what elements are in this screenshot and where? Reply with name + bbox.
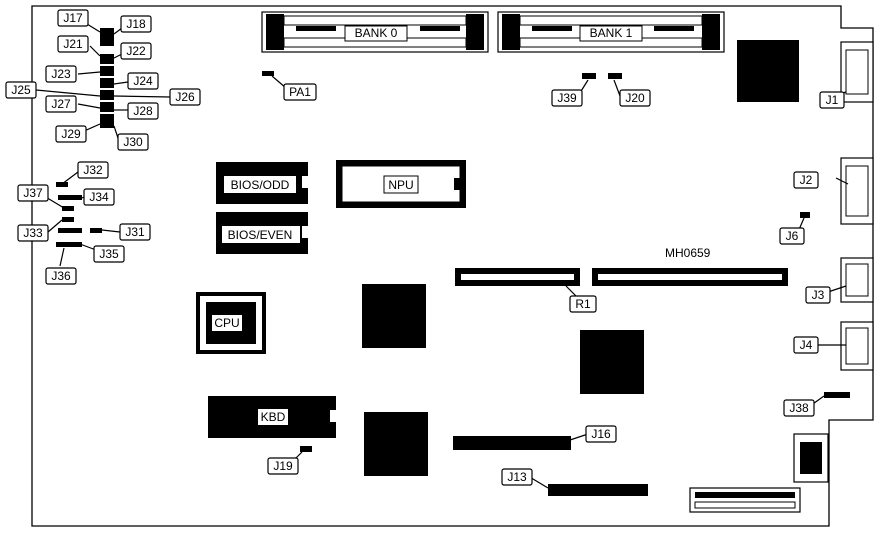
j19-label: J19: [273, 459, 293, 473]
j27-tag: [45, 95, 77, 113]
j16-tag: [585, 425, 617, 443]
cpu-label: CPU: [214, 316, 239, 330]
j18-label: J18: [126, 17, 146, 31]
j29-tag: [55, 125, 87, 143]
j3-connector: [840, 257, 874, 303]
j35-tag: [93, 245, 125, 263]
j36-tag: [45, 267, 77, 285]
j31-label: J31: [125, 225, 145, 239]
npu-label: NPU: [388, 178, 413, 192]
bank-0-label: BANK 0: [355, 26, 398, 40]
j38-label: J38: [789, 401, 809, 415]
j17-tag: [57, 9, 89, 27]
j39-tag: [551, 89, 583, 107]
j13-tag: [501, 468, 533, 486]
r1-tag: [569, 295, 597, 313]
pa1-label: PA1: [289, 85, 311, 99]
j33-label: J33: [23, 226, 43, 240]
j21-tag: [57, 35, 89, 53]
j21-label: J21: [63, 37, 83, 51]
j20-label: J20: [625, 91, 645, 105]
j23-tag: [45, 65, 77, 83]
j3-label: J3: [812, 288, 825, 302]
j37-label: J37: [23, 186, 43, 200]
bottom-right-connector: [793, 433, 829, 483]
j16-header: [453, 436, 571, 450]
j17-label: J17: [63, 11, 83, 25]
kbd-label: KBD: [261, 410, 286, 424]
j16-label: J16: [591, 427, 611, 441]
j31-tag: [119, 223, 151, 241]
j2-tag: [793, 171, 819, 189]
j26-tag: [169, 88, 201, 106]
j29-label: J29: [61, 127, 81, 141]
j25-label: J25: [11, 83, 31, 97]
j37-tag: [17, 184, 49, 202]
memory-bank-0: BANK 0: [261, 11, 489, 53]
pa1-tag: [283, 83, 317, 101]
j32-tag: [77, 161, 109, 179]
j30-tag: [117, 133, 149, 151]
j33-tag: [17, 224, 49, 242]
j25-tag: [5, 81, 37, 99]
j30-label: J30: [123, 135, 143, 149]
chip-bottom: [364, 412, 428, 476]
j4-label: J4: [800, 338, 813, 352]
j24-label: J24: [133, 74, 153, 88]
j6-tag: [779, 227, 805, 245]
chip-top-right: [737, 40, 799, 102]
j18-tag: [120, 15, 152, 33]
j2-label: J2: [800, 173, 813, 187]
j23-label: J23: [51, 67, 71, 81]
j1-tag: [819, 91, 845, 109]
bios-even-label: BIOS/EVEN: [228, 228, 293, 242]
r1-label: R1: [575, 297, 591, 311]
j6-label: J6: [786, 229, 799, 243]
memory-bank-1: BANK 1: [497, 11, 725, 53]
j36-label: J36: [51, 269, 71, 283]
j26-label: J26: [175, 90, 195, 104]
j28-tag: [127, 102, 159, 120]
cpu-socket: CPU: [196, 292, 266, 354]
j4-tag: [793, 336, 819, 354]
j39-label: J39: [557, 91, 577, 105]
j22-label: J22: [126, 44, 146, 58]
kbd-chip: KBD: [208, 396, 338, 438]
j19-tag: [267, 457, 299, 475]
j35-label: J35: [99, 247, 119, 261]
j13-label: J13: [507, 470, 527, 484]
j13-header: [548, 484, 648, 496]
j20-tag: [619, 89, 651, 107]
terminal-block: [689, 487, 801, 513]
mh-label: MH0659: [665, 246, 711, 260]
j22-tag: [120, 42, 152, 60]
j2-connector: [840, 157, 874, 225]
j1-label: J1: [826, 93, 839, 107]
jumper-blocks: [56, 28, 850, 452]
callout-tags: J17 J18 J21 J22 J23 J24 J25 J26 J27 J28 …: [5, 9, 845, 486]
j1-connector: [840, 41, 874, 103]
bios-even-chip: BIOS/EVEN: [216, 212, 310, 254]
j34-tag: [83, 188, 115, 206]
bios-odd-chip: BIOS/ODD: [216, 162, 310, 204]
j24-tag: [127, 72, 159, 90]
npu-socket: NPU: [336, 160, 466, 208]
bank-1-label: BANK 1: [590, 26, 633, 40]
j32-label: J32: [83, 163, 103, 177]
j27-label: J27: [51, 97, 71, 111]
j34-label: J34: [89, 190, 109, 204]
j4-connector: [840, 321, 874, 371]
chip-center-right: [580, 330, 644, 394]
bios-odd-label: BIOS/ODD: [231, 178, 290, 192]
j3-tag: [805, 286, 831, 304]
j38-tag: [783, 399, 815, 417]
j28-label: J28: [133, 104, 153, 118]
r1-connectors: [455, 268, 788, 286]
chip-center-left: [362, 284, 426, 348]
